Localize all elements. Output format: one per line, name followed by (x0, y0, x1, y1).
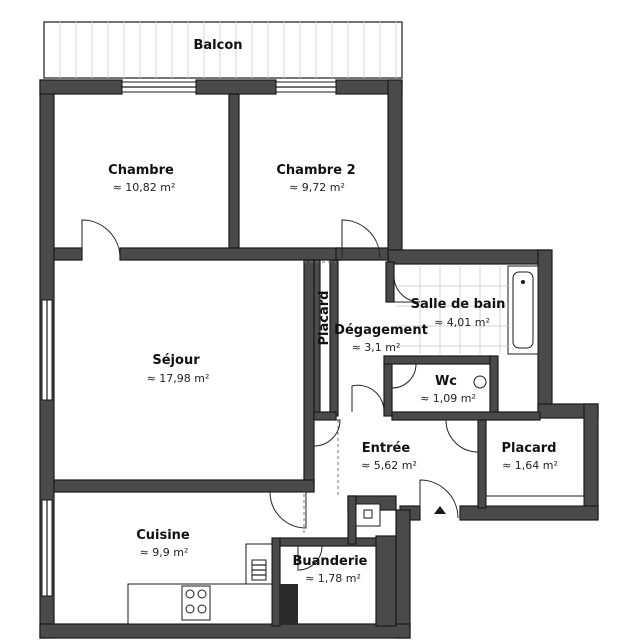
entree-label: Entrée (362, 441, 411, 456)
sejour-label: Séjour (152, 353, 200, 368)
cuisine-label: Cuisine (136, 528, 190, 543)
windows (41, 81, 337, 597)
degagement-label: Dégagement (334, 323, 428, 338)
entry-arrow-icon (434, 506, 446, 514)
balcony (43, 21, 403, 79)
bathtub (507, 265, 539, 355)
balcon-label: Balcon (193, 38, 242, 53)
chambre-area: ≈ 10,82 m² (113, 181, 176, 194)
chambre-label: Chambre (108, 163, 174, 178)
sdb-area: ≈ 4,01 m² (434, 316, 490, 329)
placard-vertical-label: Placard (317, 291, 332, 346)
buanderie-area: ≈ 1,78 m² (305, 572, 361, 585)
interior-walls (53, 93, 541, 627)
buanderie-label: Buanderie (293, 554, 368, 569)
laundry-appliances (280, 503, 381, 624)
toilet (473, 375, 487, 389)
wc-area: ≈ 1,09 m² (420, 392, 476, 405)
degagement-area: ≈ 3,1 m² (352, 341, 401, 354)
cooktop (181, 585, 211, 621)
balcony-grid (59, 22, 397, 78)
placard-area: ≈ 1,64 m² (502, 459, 558, 472)
chambre2-label: Chambre 2 (276, 163, 355, 178)
room-labels: Balcon Chambre ≈ 10,82 m² Chambre 2 ≈ 9,… (108, 38, 558, 585)
doors (81, 219, 479, 571)
cuisine-area: ≈ 9,9 m² (140, 546, 189, 559)
wc-label: Wc (435, 374, 457, 389)
sdb-label: Salle de bain (411, 297, 506, 312)
bathroom-tiles (396, 266, 508, 354)
chambre2-area: ≈ 9,72 m² (289, 181, 345, 194)
sejour-area: ≈ 17,98 m² (147, 372, 210, 385)
placard-label: Placard (502, 441, 557, 456)
closet-shelf (485, 495, 585, 507)
entree-area: ≈ 5,62 m² (361, 459, 417, 472)
